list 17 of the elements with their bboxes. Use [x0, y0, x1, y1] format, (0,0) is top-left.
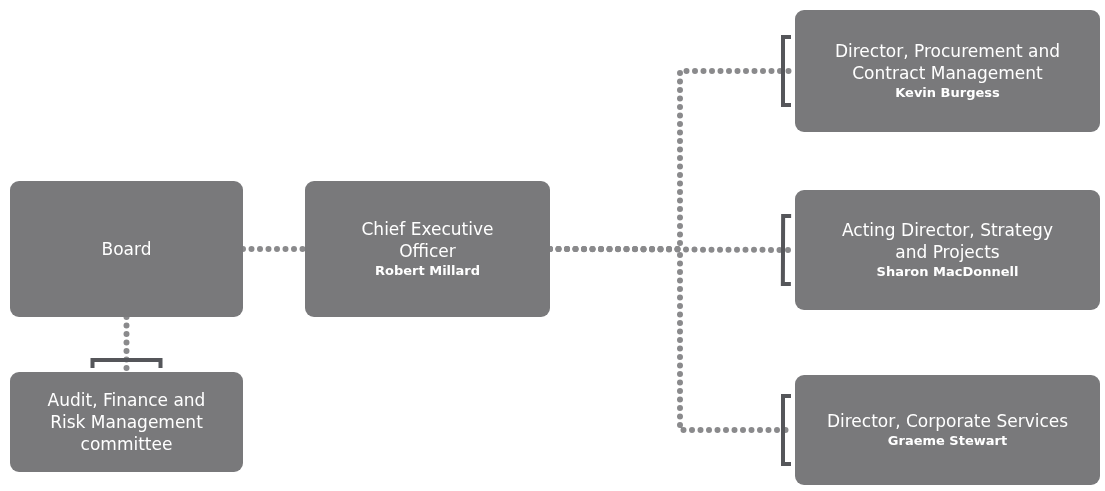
person-name: Robert Millard	[375, 262, 480, 280]
person-name: Sharon MacDonnell	[876, 263, 1019, 281]
position-title: Director, Procurement and Contract Management	[833, 39, 1062, 84]
position-box	[10, 372, 243, 472]
position-box	[10, 181, 243, 317]
position-box	[795, 375, 1100, 485]
position-box	[795, 190, 1100, 310]
position-title: Audit, Finance and Risk Management committee	[46, 388, 207, 456]
person-name: Graeme Stewart	[887, 431, 1008, 450]
position-title: Director, Corporate Services	[826, 409, 1069, 432]
position-box	[305, 181, 550, 317]
dotted-connector	[90, 314, 163, 373]
person-name: Kevin Burgess	[895, 84, 1000, 102]
position-title: Acting Director, Strategy and Projects	[841, 218, 1054, 263]
position-title: Board	[101, 237, 152, 261]
position-box	[795, 10, 1100, 132]
position-title: Chief Executive Officer	[360, 217, 495, 262]
